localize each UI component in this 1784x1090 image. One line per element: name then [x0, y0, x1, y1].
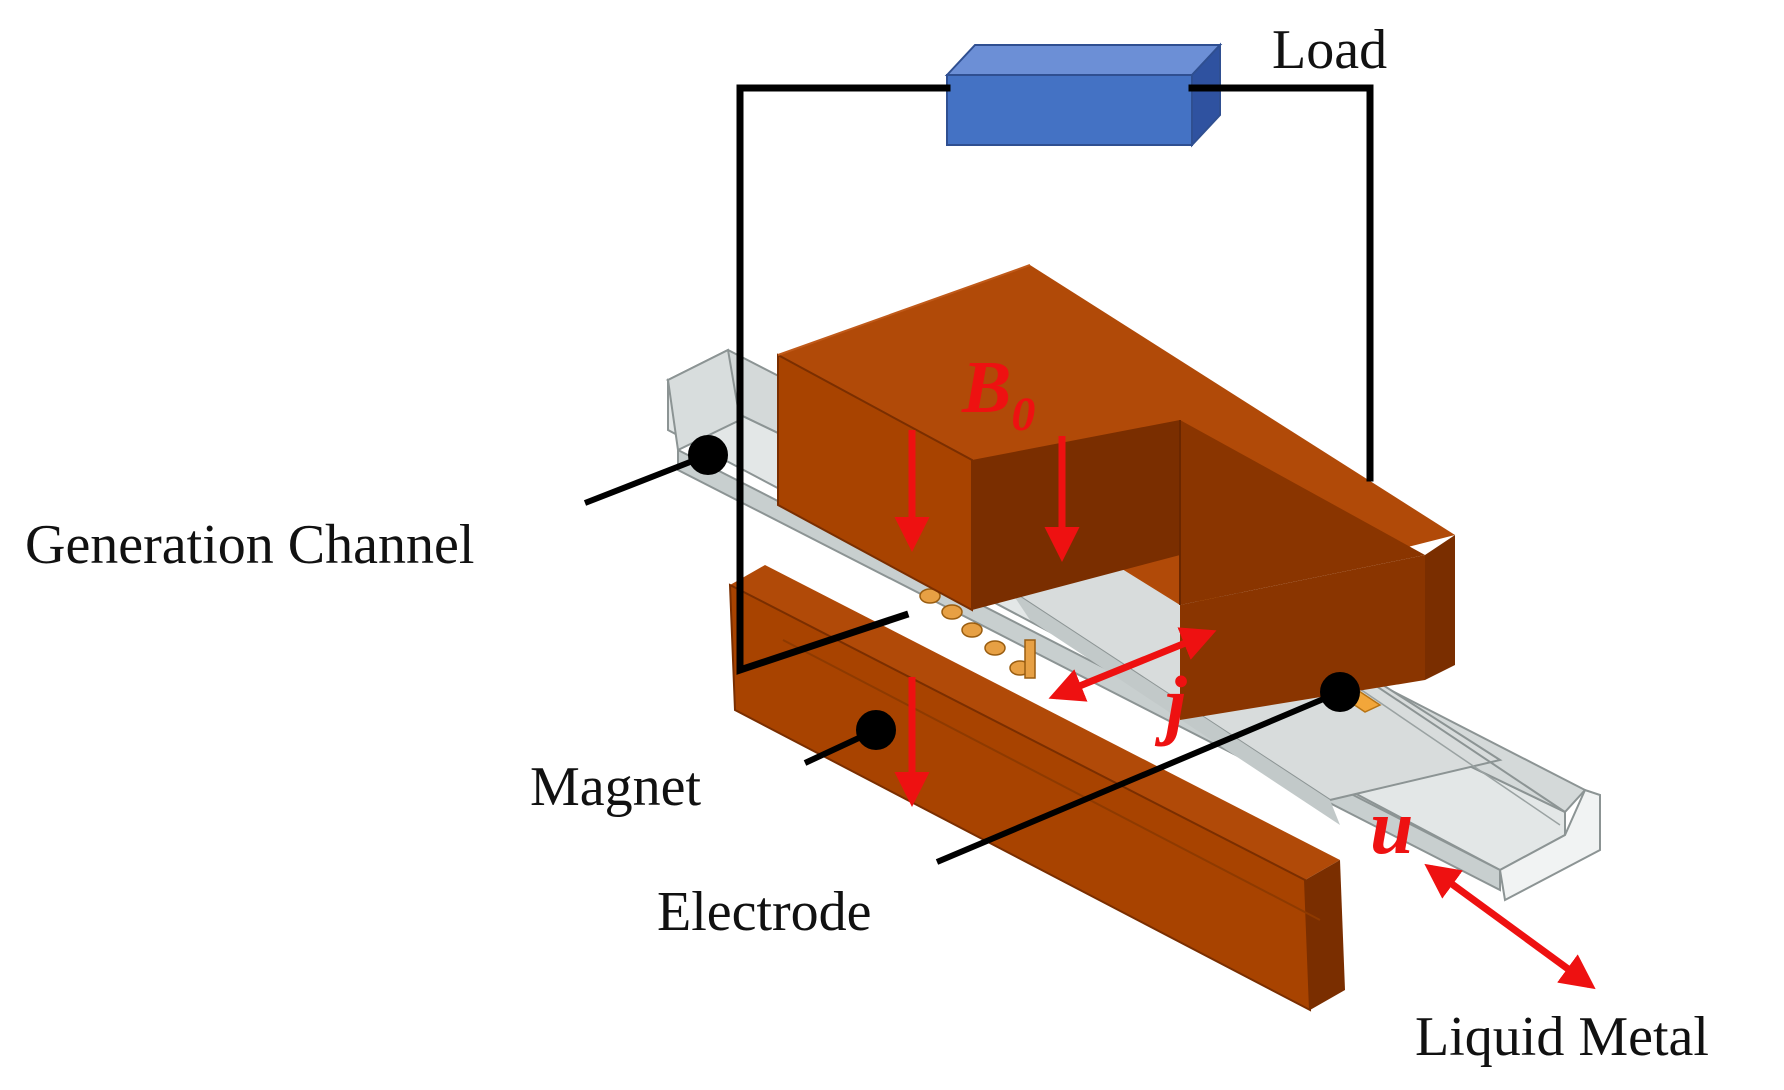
load-label: Load	[1272, 19, 1387, 81]
velocity-arrow	[1424, 863, 1596, 990]
generation-channel-label: Generation Channel	[25, 514, 474, 576]
magnet-marker	[856, 710, 896, 750]
electrode-label: Electrode	[657, 881, 872, 943]
liquid-metal-label: Liquid Metal	[1415, 1006, 1709, 1068]
b0-symbol: B0	[961, 347, 1035, 441]
field-arrows	[894, 430, 1596, 990]
leader-lines	[583, 435, 1360, 865]
electrode-pins	[919, 588, 1036, 679]
channel-marker	[688, 435, 728, 475]
load-resistor	[944, 42, 1223, 148]
current-arrow	[1048, 627, 1217, 702]
electrode-marker	[1320, 672, 1360, 712]
circuit-wires	[736, 84, 1374, 675]
magnet-label: Magnet	[530, 756, 702, 818]
lower-magnet	[728, 565, 1345, 1012]
u-symbol: u	[1370, 783, 1413, 870]
